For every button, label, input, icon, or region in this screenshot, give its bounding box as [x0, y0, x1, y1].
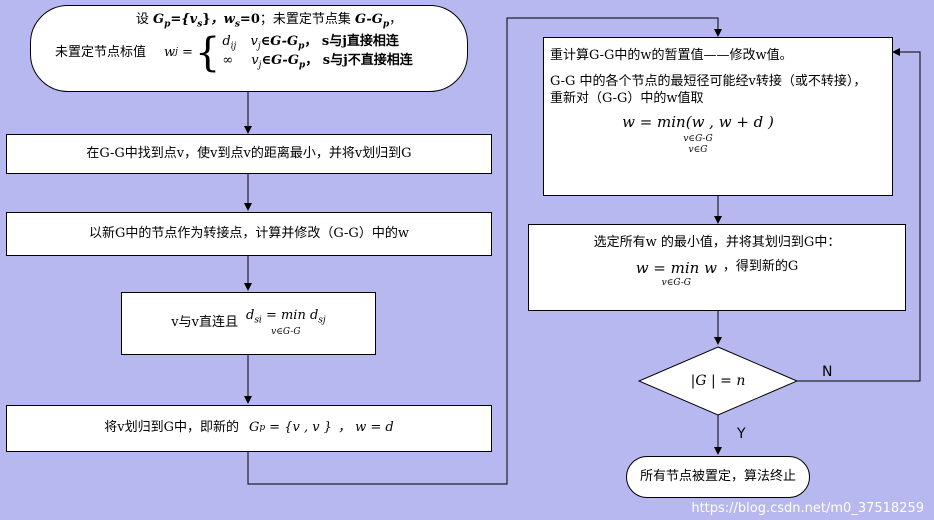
step4-w: ， w = d [337, 420, 394, 436]
step4-left: 将v划归到G中，即新的 [104, 420, 240, 436]
case2-val: ∞ [222, 52, 234, 68]
start-w: w [164, 44, 176, 60]
end-text: 所有节点被置定，算法终止 [639, 468, 796, 484]
right1-line2: G-G 中的各个节点的最短径可能经v转接（或不转接）， [550, 74, 867, 90]
start-rest: ；未置定节点集 [259, 12, 351, 27]
right1-formula-block: w = min(w , w + d ) v∈G-G v∈G [510, 113, 886, 156]
start-ws-eq: =0 [239, 12, 260, 27]
right1-under2: v∈G [688, 144, 708, 155]
start-prefix: 设 [135, 12, 149, 27]
step4-gp: G [249, 420, 260, 436]
right1-under1: v∈G-G [683, 133, 713, 144]
right2-formula: w = min w [635, 259, 717, 278]
decision-diamond [637, 346, 799, 416]
start-eq: ={v [170, 12, 198, 27]
right2-formula-row: w = min w v∈G-G ，得到新的G [537, 259, 897, 289]
decision-text: |G | = n [690, 373, 746, 389]
start-gp: G [152, 12, 165, 27]
step-recompute: 重计算G-G中的w的暂置值——修改w值。 G-G 中的各个节点的最短径可能经v转… [543, 37, 893, 196]
arrow-step4-right1 [247, 17, 722, 485]
step3-formula: dsi = min dsj v∈G-G [245, 308, 326, 338]
step3-d: d [245, 308, 255, 324]
case2-text: ， s与j不直接相连 [305, 52, 413, 68]
start-cases: dij vj∈G-Gp， s与j直接相连 ∞ vj∈G-Gp， s与j不直接相连 [222, 34, 412, 72]
watermark: https://blog.csdn.net/m0_37518259 [691, 501, 924, 516]
right1-formula: w = min(w , w + d ) [622, 112, 774, 131]
right2-line1: 选定所有w 的最小值，并将其划归到G中： [593, 235, 841, 250]
case2-cond: v [251, 52, 259, 68]
step3-eq: = min d [265, 308, 319, 324]
start-label: 未置定节点标值 [55, 44, 147, 60]
case1-in: ∈G-G [260, 34, 299, 49]
right1-line3: 重新对（G-G）中的w值取 [550, 90, 704, 106]
right2-formula-block: w = min w v∈G-G [636, 259, 717, 289]
start-line1: 设 Gp={vs}，ws=0；未置定节点集 G-Gp， [135, 12, 403, 30]
case1-val: d [222, 34, 231, 49]
step-update-w: 以新G中的节点作为转接点，计算并修改（G-G）中的w [6, 212, 492, 256]
start-case2: ∞ vj∈G-Gp， s与j不直接相连 [222, 52, 413, 71]
step3-under: v∈G-G [271, 327, 301, 338]
right2-under: v∈G-G [661, 278, 691, 288]
start-case1: dij vj∈G-Gp， s与j直接相连 [222, 34, 399, 52]
start-close: } [202, 12, 211, 27]
case1-text: ， s与j直接相连 [304, 34, 399, 49]
arrow-decision-loop [797, 48, 921, 382]
step-select-min: 选定所有w 的最小值，并将其划归到G中： w = min w v∈G-G ，得到… [528, 224, 906, 311]
label-no: N [822, 364, 833, 380]
step-find-min: 在G-G中找到点v，使v到点v的距离最小，并将v划归到G [6, 134, 492, 174]
step4-set: = {v , v } [269, 420, 332, 436]
start-ws: ，w [210, 12, 235, 27]
right1-line1: 重计算G-G中的w的暂置值——修改w值。 [550, 48, 793, 63]
start-comma: ， [389, 12, 403, 27]
decision-label: |G | = n [660, 368, 776, 394]
brace-symbol: { [194, 29, 221, 76]
step1-text: 在G-G中找到点v，使v到点v的距离最小，并将v划归到G [86, 145, 412, 161]
label-yes: Y [737, 426, 746, 442]
step3-left: v与v直连且 [171, 315, 238, 331]
end-terminal: 所有节点被置定，算法终止 [626, 456, 810, 498]
step2-text: 以新G中的节点作为转接点，计算并修改（G-G）中的w [89, 225, 409, 241]
right2-tail: ，得到新的G [722, 259, 799, 275]
case2-in: ∈G-G [261, 52, 299, 68]
start-tail: G-G [355, 12, 383, 27]
step-direct-link: v与v直连且 dsi = min dsj v∈G-G [121, 292, 376, 355]
case1-cond: v [250, 34, 258, 49]
